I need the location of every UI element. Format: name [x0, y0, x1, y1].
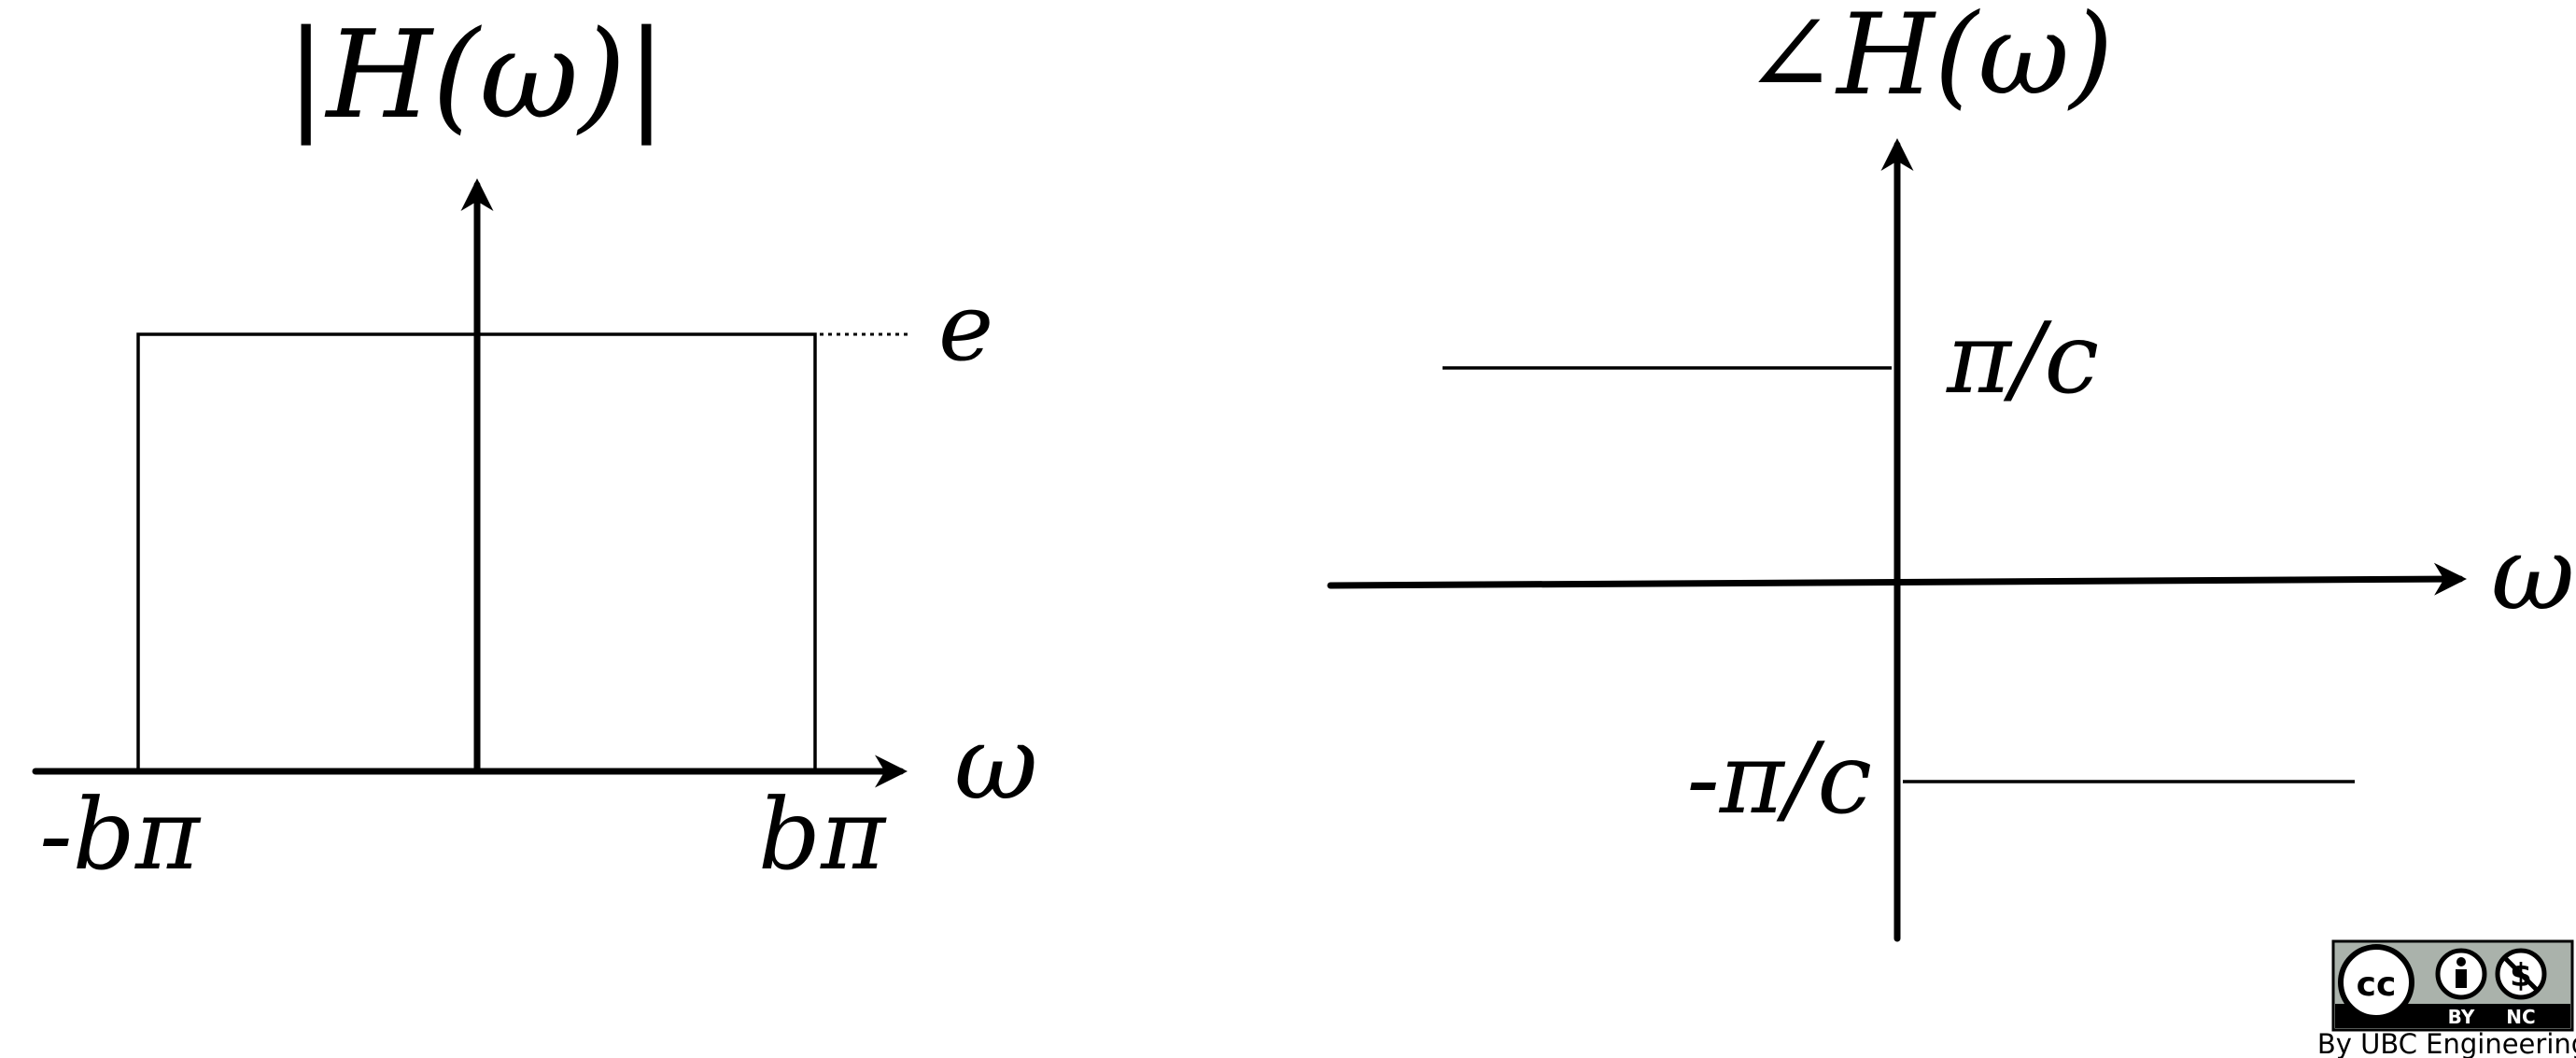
noncommercial-icon: $ — [2495, 948, 2547, 1000]
svg-text:cc: cc — [2357, 966, 2397, 1004]
phase-lower-label: -π/c — [1686, 722, 1872, 836]
cc-logo-icon: cc — [2338, 944, 2414, 1021]
magnitude-plot-title: |H(ω)| — [286, 4, 667, 146]
attribution-icon — [2435, 948, 2487, 1000]
magnitude-plot: |H(ω)| ω e -bπ bπ — [32, 4, 1038, 892]
license-badge: cc $ BY NC By UBC Engineering — [2317, 939, 2576, 1058]
phase-omega-axis — [1327, 562, 2467, 596]
phase-plot: ∠H(ω) ω π/c -π/c — [1327, 0, 2575, 942]
phase-plot-title: ∠H(ω) — [1743, 0, 2114, 120]
magnitude-right-edge-label: bπ — [758, 778, 887, 892]
phase-omega-label: ω — [2491, 514, 2575, 633]
magnitude-rectangle — [136, 332, 817, 771]
phase-upper-label: π/c — [1946, 302, 2099, 416]
magnitude-omega-label: ω — [954, 703, 1038, 823]
magnitude-level-label: e — [938, 273, 993, 382]
license-by-label: BY — [2448, 1006, 2475, 1028]
license-credit: By UBC Engineering — [2317, 1028, 2576, 1058]
license-nc-label: NC — [2506, 1006, 2535, 1028]
magnitude-left-edge-label: -bπ — [39, 778, 202, 892]
